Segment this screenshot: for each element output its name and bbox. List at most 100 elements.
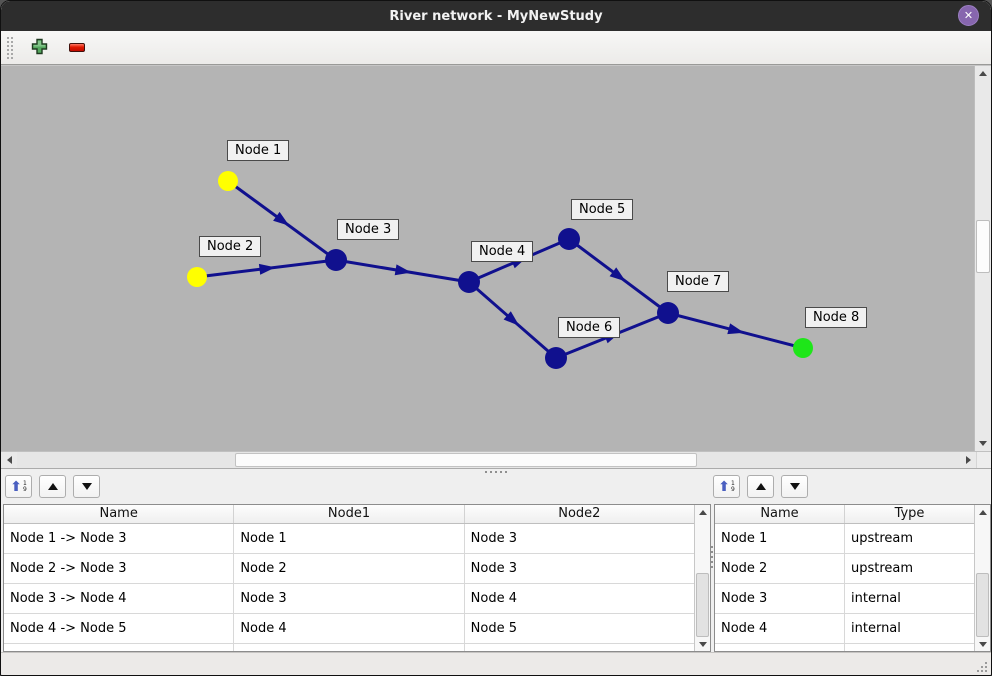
arrow-up-icon bbox=[979, 71, 987, 76]
column-header-name[interactable]: Name bbox=[715, 505, 845, 523]
table-cell: Node 3 bbox=[715, 584, 845, 613]
table-cell: Node 4 bbox=[234, 614, 465, 643]
scroll-down-button[interactable] bbox=[695, 637, 710, 651]
table-cell bbox=[234, 644, 465, 651]
table-row-partial bbox=[715, 644, 974, 651]
move-up-button[interactable] bbox=[39, 475, 66, 498]
table-cell: Node 3 bbox=[470, 561, 517, 576]
edge-arrow-icon bbox=[609, 267, 626, 282]
scroll-up-button[interactable] bbox=[975, 66, 991, 81]
node-label-node-2[interactable]: Node 2 bbox=[199, 236, 262, 257]
scroll-thumb[interactable] bbox=[696, 573, 709, 637]
horizontal-scroll-thumb[interactable] bbox=[235, 453, 697, 467]
table-cell: Node 3 -> Node 4 bbox=[4, 584, 235, 613]
scrollbar-corner bbox=[976, 452, 991, 468]
node-node-3[interactable] bbox=[325, 249, 347, 271]
node-node-4[interactable] bbox=[458, 271, 480, 293]
arrow-down-icon bbox=[698, 641, 707, 647]
table-row[interactable]: Node 3 internal bbox=[715, 584, 974, 614]
arrow-down-icon bbox=[81, 483, 92, 490]
close-button[interactable]: ✕ bbox=[958, 5, 979, 26]
node-node-8[interactable] bbox=[793, 338, 813, 358]
horizontal-scroll-track[interactable] bbox=[17, 452, 960, 468]
table-cell: Node 4 bbox=[470, 591, 517, 606]
scroll-down-button[interactable] bbox=[975, 637, 990, 651]
table-row[interactable]: Node 2 upstream bbox=[715, 554, 974, 584]
node-label-node-8[interactable]: Node 8 bbox=[805, 307, 868, 328]
scroll-thumb[interactable] bbox=[976, 573, 989, 637]
node-label-node-7[interactable]: Node 7 bbox=[667, 271, 730, 292]
vertical-scroll-thumb[interactable] bbox=[976, 220, 990, 273]
edge-arrow-icon bbox=[394, 264, 412, 276]
node-label-node-3[interactable]: Node 3 bbox=[337, 219, 400, 240]
node-label-node-4[interactable]: Node 4 bbox=[471, 241, 534, 262]
nodes-table-header: Name Type bbox=[715, 505, 974, 524]
table-cell: Node 2 bbox=[234, 554, 465, 583]
column-header-node2[interactable]: Node2 bbox=[558, 506, 601, 521]
column-header-node1[interactable]: Node1 bbox=[234, 505, 465, 523]
node-node-2[interactable] bbox=[187, 267, 207, 287]
close-icon: ✕ bbox=[963, 9, 974, 22]
splitter-dots-icon bbox=[485, 471, 507, 473]
canvas-area: Node 1 Node 2 Node 3 Node 4 Node 5 Node 6 Node… bbox=[1, 65, 991, 451]
table-splitter-handle[interactable] bbox=[711, 546, 713, 568]
toolbar-drag-handle[interactable] bbox=[7, 36, 13, 59]
scroll-right-button[interactable] bbox=[960, 452, 976, 468]
node-node-7[interactable] bbox=[657, 302, 679, 324]
node-label-node-1[interactable]: Node 1 bbox=[227, 140, 290, 161]
node-label-node-5[interactable]: Node 5 bbox=[571, 199, 634, 220]
node-node-1[interactable] bbox=[218, 171, 238, 191]
river-network-canvas[interactable]: Node 1 Node 2 Node 3 Node 4 Node 5 Node 6 Node… bbox=[1, 66, 974, 451]
minus-icon bbox=[69, 43, 85, 52]
links-table-scrollbar[interactable] bbox=[694, 505, 710, 651]
node-node-5[interactable] bbox=[558, 228, 580, 250]
edge-arrow-icon bbox=[727, 323, 745, 335]
table-cell: upstream bbox=[851, 561, 914, 576]
canvas-vertical-scrollbar[interactable] bbox=[974, 66, 991, 451]
scroll-left-button[interactable] bbox=[1, 452, 17, 468]
add-button[interactable] bbox=[27, 36, 51, 60]
table-cell: Node 2 -> Node 3 bbox=[4, 554, 235, 583]
scroll-up-button[interactable] bbox=[695, 505, 710, 519]
column-header-type[interactable]: Type bbox=[894, 506, 925, 521]
move-down-button[interactable] bbox=[781, 475, 808, 498]
table-cell: Node 2 bbox=[715, 554, 845, 583]
splitter-handle[interactable] bbox=[1, 468, 991, 474]
plus-icon bbox=[31, 38, 48, 58]
node-label-node-6[interactable]: Node 6 bbox=[558, 317, 621, 338]
resize-grip-icon[interactable] bbox=[976, 661, 987, 672]
arrow-down-icon bbox=[979, 441, 987, 446]
canvas-horizontal-scrollbar[interactable] bbox=[1, 451, 991, 468]
table-cell: internal bbox=[851, 591, 901, 606]
nodes-table-scrollbar[interactable] bbox=[974, 505, 990, 651]
arrow-up-icon bbox=[978, 509, 987, 515]
arrow-up-icon bbox=[755, 483, 766, 490]
scroll-down-button[interactable] bbox=[975, 436, 991, 451]
arrow-down-icon bbox=[978, 641, 987, 647]
move-up-button[interactable] bbox=[747, 475, 774, 498]
move-down-button[interactable] bbox=[73, 475, 100, 498]
scroll-up-button[interactable] bbox=[975, 505, 990, 519]
remove-button[interactable] bbox=[65, 36, 89, 60]
column-header-name[interactable]: Name bbox=[4, 505, 235, 523]
table-cell: Node 1 bbox=[715, 524, 845, 553]
node-node-6[interactable] bbox=[545, 347, 567, 369]
window-title: River network - MyNewStudy bbox=[389, 8, 603, 24]
table-cell: Node 1 bbox=[234, 524, 465, 553]
table-cell bbox=[4, 644, 235, 651]
